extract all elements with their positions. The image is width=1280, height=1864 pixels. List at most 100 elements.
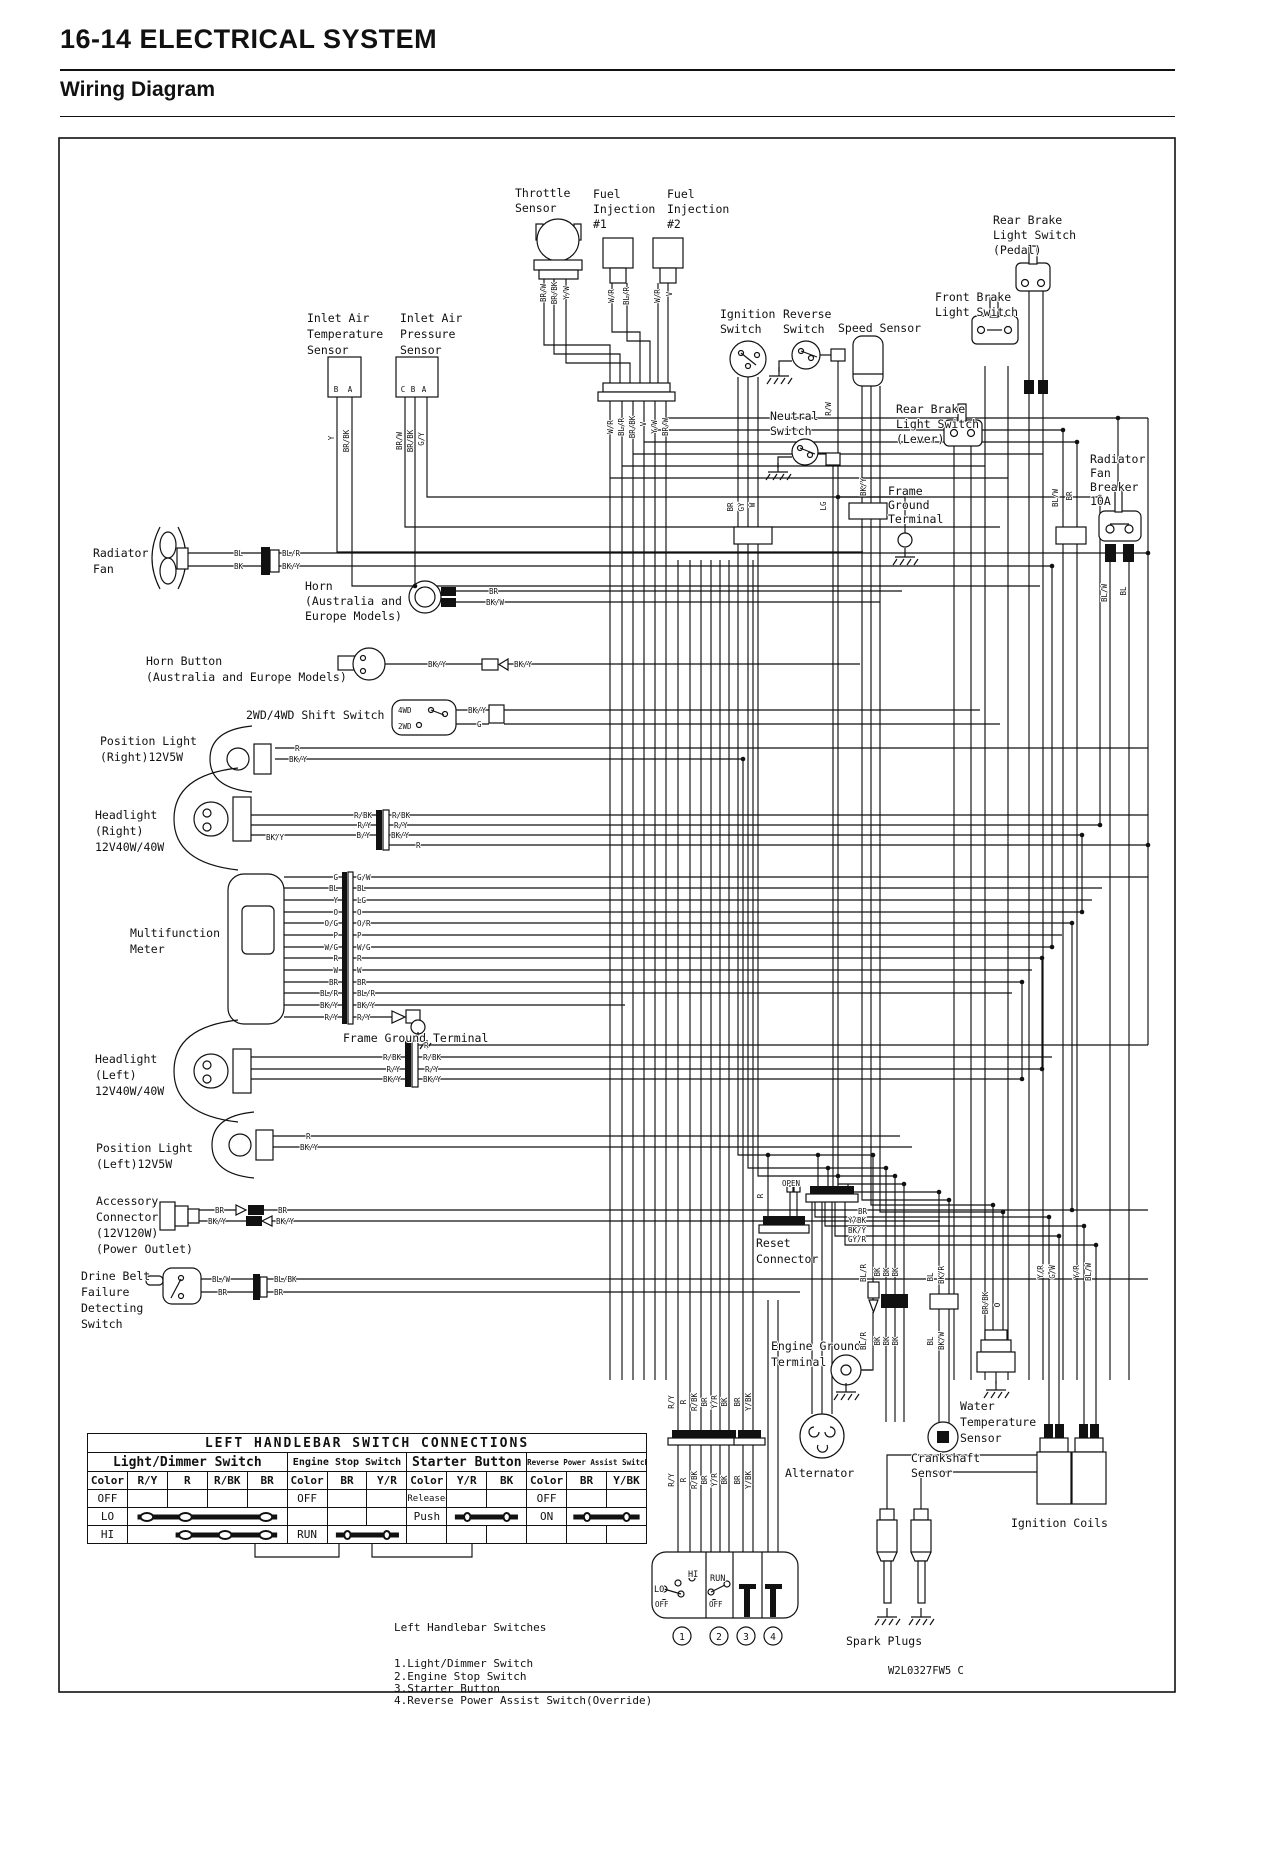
junction-dot <box>835 1173 841 1179</box>
connector-bar <box>246 1216 262 1226</box>
component-label: Sensor <box>400 343 442 357</box>
symbol-box <box>989 297 999 318</box>
table-col-head: Color <box>526 1471 568 1490</box>
symbol-box <box>913 1508 929 1521</box>
symbol-circle <box>441 710 449 718</box>
wire-label: BK/Y <box>282 562 301 571</box>
symbol-circle <box>709 1626 729 1646</box>
symbol-box <box>848 502 888 520</box>
wire-label: O <box>993 1302 1002 1307</box>
wire-label: BR <box>274 1288 284 1297</box>
symbol-circle <box>672 1626 692 1646</box>
symbol-circle <box>226 747 250 771</box>
wire-label: BK <box>891 1336 900 1346</box>
symbol-circle <box>177 1274 185 1282</box>
wire-label: BK <box>234 562 244 571</box>
wire-label: BL/W <box>1084 1262 1093 1281</box>
symbol-box <box>187 1208 200 1224</box>
wire-label: BR <box>278 1206 288 1215</box>
wire-label: A <box>422 385 427 394</box>
diagram-frame <box>58 137 1176 1693</box>
component-label: Accessory <box>96 1194 158 1208</box>
junction-dot <box>1097 494 1103 500</box>
ground-icon <box>765 463 792 481</box>
table-cell <box>446 1525 488 1544</box>
symbol-box <box>733 1437 766 1446</box>
component-label: Terminal <box>888 512 943 526</box>
connector-bar <box>937 1431 949 1443</box>
junction-dot <box>946 1197 952 1203</box>
table-cell <box>446 1489 488 1508</box>
wire <box>543 277 611 383</box>
wire-label: G/W <box>357 873 371 882</box>
component-label: (Right) <box>95 824 143 838</box>
junction-dot <box>990 1202 996 1208</box>
symbol-box <box>327 356 362 398</box>
wire-label: BK/Y <box>276 1217 295 1226</box>
wire-label: BR <box>329 978 339 987</box>
table-cell: OFF <box>87 1489 128 1508</box>
symbol-circle <box>688 1574 696 1582</box>
wire <box>870 519 993 1206</box>
junction-dot <box>1019 979 1025 985</box>
wire-label: R <box>679 1477 688 1482</box>
symbol-circle <box>840 1364 852 1376</box>
table-section-header: Reverse Power Assist Switch <box>526 1452 647 1472</box>
symbol-box <box>917 1560 926 1604</box>
symbol-circle <box>1124 524 1134 534</box>
wire <box>861 519 949 1201</box>
component-label: Inlet Air <box>400 311 462 325</box>
table-col-head: Y/R <box>446 1471 488 1490</box>
connector-bar <box>744 1589 750 1617</box>
wire-label: R/Y <box>324 1013 338 1022</box>
component-label: Pressure <box>400 327 455 341</box>
component-label: Failure <box>81 1285 130 1299</box>
symbol-circle <box>1020 278 1030 288</box>
wire-label: HI <box>688 1570 698 1580</box>
symbol-box <box>1015 262 1051 292</box>
component-label: Injection <box>667 202 729 216</box>
wire-label: 2WD <box>398 722 412 731</box>
connector-bar <box>770 1589 776 1617</box>
connector-bar <box>1024 380 1034 394</box>
wire-label: OFF <box>655 1600 669 1609</box>
component-label: Alternator <box>785 1466 854 1480</box>
wire-label: BR/BK <box>550 281 559 304</box>
symbol-box <box>1071 1451 1107 1505</box>
wire <box>844 1202 1096 1246</box>
wire <box>404 397 1000 528</box>
symbol-box <box>395 356 439 398</box>
wire-label: BR <box>215 1206 225 1215</box>
notes-title: Left Handlebar Switches <box>394 1620 547 1634</box>
junction-dot <box>892 1173 898 1179</box>
component-label: Multifunction <box>130 926 220 940</box>
symbol-circle <box>202 808 212 818</box>
symbol-box <box>667 1437 741 1446</box>
symbol-path <box>173 1019 239 1123</box>
connector-bar <box>261 547 270 575</box>
component-label: Reverse <box>783 307 832 321</box>
symbol-circle <box>193 801 229 837</box>
symbol-path <box>816 1444 829 1453</box>
symbol-circle <box>228 1133 252 1157</box>
wire-label: BL/BK <box>274 1275 297 1284</box>
component-label: Fuel <box>667 187 695 201</box>
symbol-circle <box>897 532 913 548</box>
symbol-box <box>659 267 677 284</box>
symbol-box <box>976 1351 1016 1373</box>
symbol-path <box>173 767 239 871</box>
component-label: Sensor <box>911 1466 953 1480</box>
connector-bar <box>1055 1424 1064 1438</box>
table-section-header: Light/Dimmer Switch <box>87 1452 288 1472</box>
wire-label: Y/R <box>710 1473 719 1487</box>
symbol-path <box>800 350 818 358</box>
wire-label: BK <box>720 1475 729 1485</box>
table-col-head: Y/R <box>366 1471 408 1490</box>
component-label: Horn Button <box>146 654 222 668</box>
component-label: (Power Outlet) <box>96 1242 193 1256</box>
wire-label: O/R <box>357 919 371 928</box>
wire <box>757 544 895 1177</box>
symbol-box <box>533 259 583 271</box>
wire <box>254 1543 340 1558</box>
